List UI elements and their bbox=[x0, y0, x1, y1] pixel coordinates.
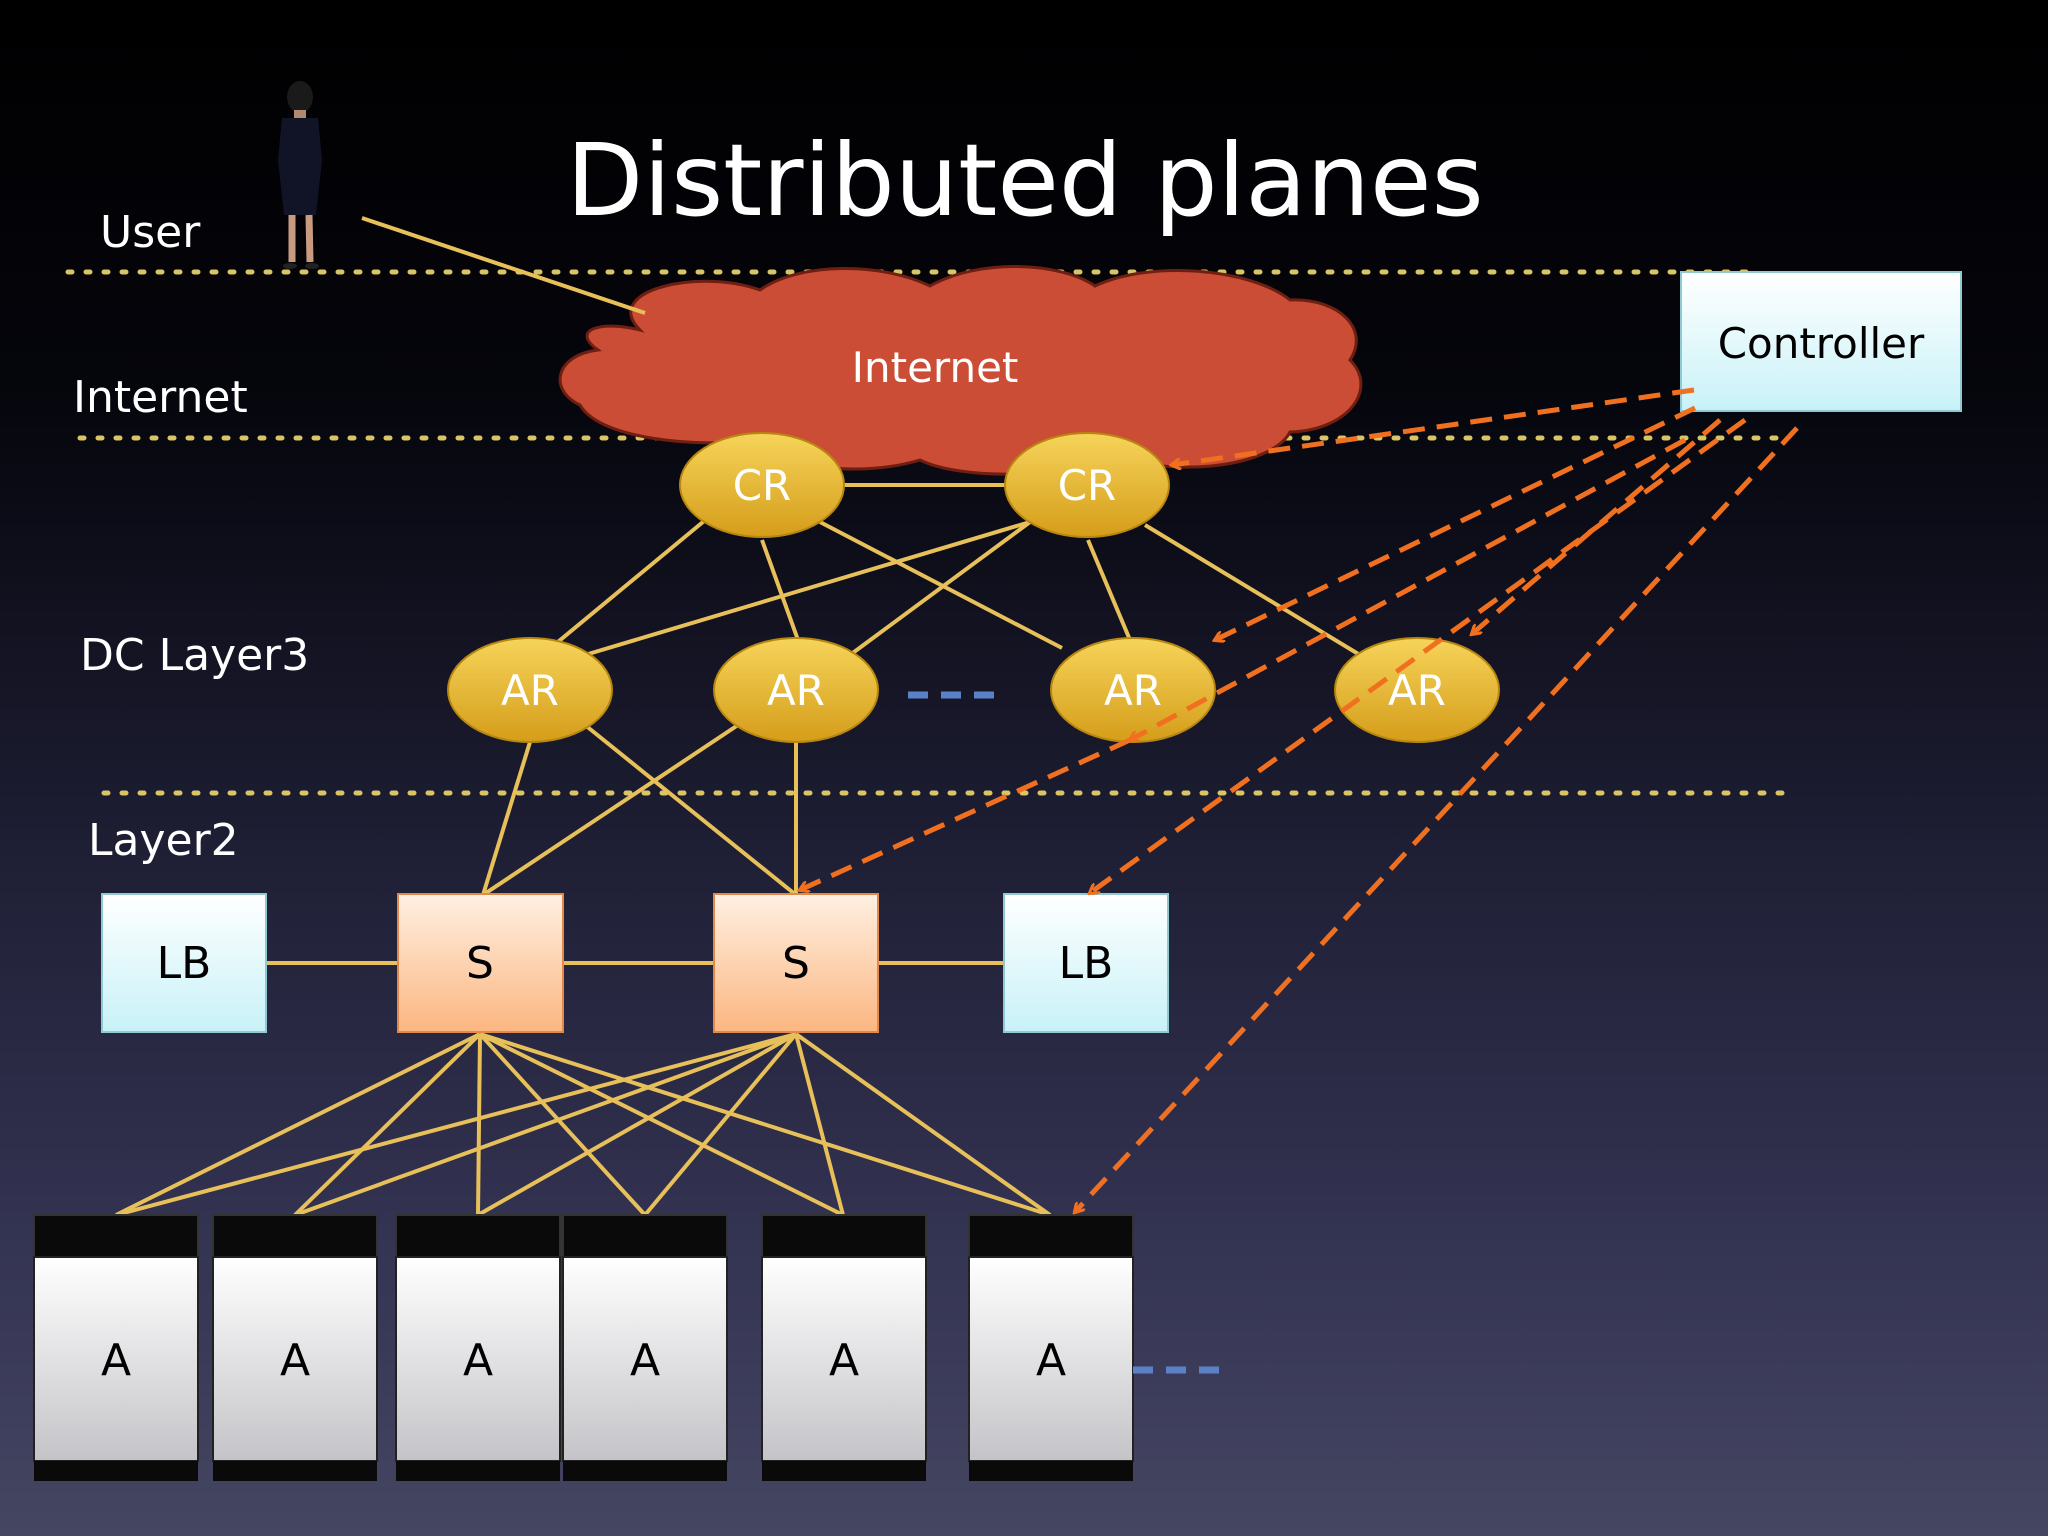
internet-cloud-label: Internet bbox=[852, 343, 1019, 392]
controller-label: Controller bbox=[1718, 319, 1925, 368]
core-router-2: CR bbox=[1004, 432, 1170, 538]
link-cr2-ar2 bbox=[848, 520, 1032, 657]
link-ar1-s1 bbox=[481, 741, 532, 896]
core-router-label: CR bbox=[1058, 461, 1117, 510]
access-router-1: AR bbox=[447, 637, 613, 743]
load-balancer-label: LB bbox=[157, 938, 212, 989]
link-user-internet bbox=[361, 216, 646, 315]
access-router-label: AR bbox=[501, 666, 559, 715]
slide-title: Distributed planes bbox=[566, 122, 1483, 239]
server-label: A bbox=[463, 1335, 493, 1386]
server-4: A bbox=[562, 1214, 728, 1481]
server-2: A bbox=[212, 1214, 378, 1481]
person-icon bbox=[278, 81, 322, 269]
layer-label-layer2: Layer2 bbox=[88, 815, 239, 866]
access-router-2: AR bbox=[713, 637, 879, 743]
link-ar1-s2 bbox=[583, 723, 798, 897]
load-balancer-1: LB bbox=[101, 893, 267, 1033]
link-ar2-s1 bbox=[481, 723, 740, 897]
access-router-4: AR bbox=[1334, 637, 1500, 743]
server-label: A bbox=[280, 1335, 310, 1386]
network-links bbox=[115, 483, 1362, 1217]
access-router-label: AR bbox=[1388, 666, 1446, 715]
access-router-label: AR bbox=[767, 666, 825, 715]
switch-2: S bbox=[713, 893, 879, 1033]
layer-label-user: User bbox=[100, 207, 201, 258]
control-link-ar3-cross bbox=[1130, 437, 1687, 740]
link-cr2-ar3 bbox=[1086, 539, 1132, 641]
access-router-label: AR bbox=[1104, 666, 1162, 715]
link-cr1-ar1 bbox=[528, 510, 717, 667]
server-6: A bbox=[968, 1214, 1134, 1481]
link-cr1-ar2 bbox=[760, 539, 800, 641]
controller: Controller bbox=[1680, 271, 1962, 412]
layer-label-dc-layer3: DC Layer3 bbox=[80, 630, 309, 681]
switch-1: S bbox=[397, 893, 564, 1033]
load-balancer-2: LB bbox=[1003, 893, 1169, 1033]
control-link-s2 bbox=[800, 737, 1132, 890]
switch-label: S bbox=[466, 938, 494, 989]
switch-label: S bbox=[782, 938, 810, 989]
server-label: A bbox=[101, 1335, 131, 1386]
internet-cloud: Internet bbox=[558, 265, 1363, 476]
server-label: A bbox=[630, 1335, 660, 1386]
load-balancer-label: LB bbox=[1059, 938, 1114, 989]
server-label: A bbox=[1036, 1335, 1066, 1386]
link-cr2-ar4 bbox=[1143, 523, 1362, 657]
control-link-ar4 bbox=[1472, 418, 1722, 634]
link-cr1-ar3 bbox=[819, 520, 1063, 650]
control-links bbox=[800, 387, 1799, 1212]
server-5: A bbox=[761, 1214, 927, 1481]
layer-label-internet: Internet bbox=[73, 372, 248, 423]
control-link-ar3 bbox=[1215, 405, 1697, 640]
core-router-label: CR bbox=[733, 461, 792, 510]
layer-separators bbox=[65, 269, 1798, 796]
server-3: A bbox=[395, 1214, 561, 1481]
control-link-cr bbox=[1172, 387, 1695, 465]
server-1: A bbox=[33, 1214, 199, 1481]
link-cr2-ar1 bbox=[584, 520, 1031, 657]
core-router-1: CR bbox=[679, 432, 845, 538]
control-link-server bbox=[1075, 426, 1799, 1212]
access-router-3: AR bbox=[1050, 637, 1216, 743]
server-label: A bbox=[829, 1335, 859, 1386]
